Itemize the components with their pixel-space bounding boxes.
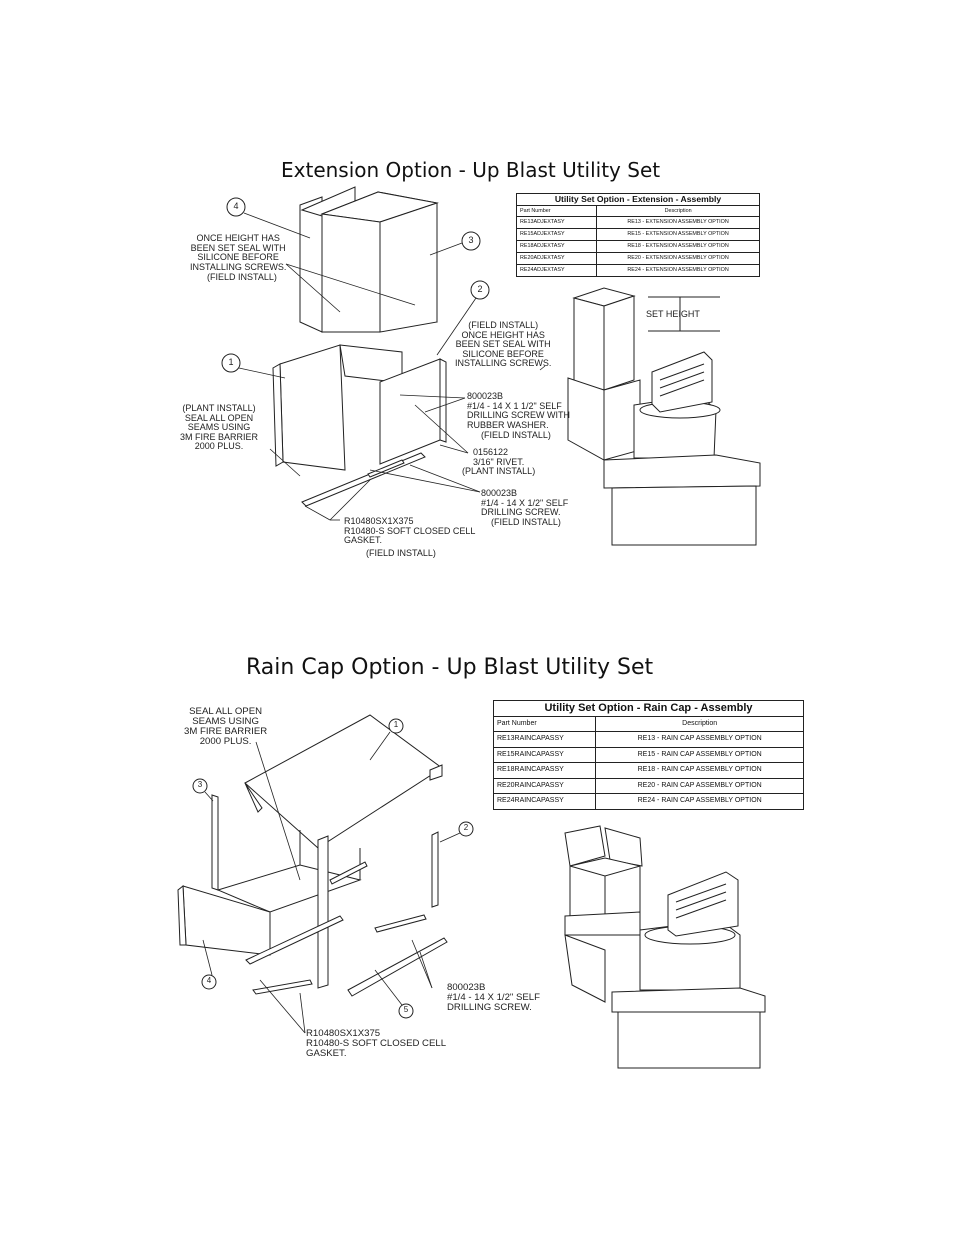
description-cell: RE13 - RAIN CAP ASSEMBLY OPTION bbox=[595, 731, 804, 748]
extension-assembled-view bbox=[567, 287, 761, 546]
description-cell: RE20 - RAIN CAP ASSEMBLY OPTION bbox=[595, 777, 804, 795]
extension-note-plant-install-seal: (PLANT INSTALL) SEAL ALL OPEN SEAMS USIN… bbox=[180, 403, 259, 452]
extension-note-screw-self-install: (FIELD INSTALL) bbox=[491, 517, 561, 527]
extension-note-once-height-left: ONCE HEIGHT HAS BEEN SET SEAL WITH SILIC… bbox=[190, 233, 287, 272]
raincap-leader-lines bbox=[202, 731, 461, 1034]
raincap-table-header-part: Part Number bbox=[492, 716, 597, 732]
extension-part-1-lower-panel bbox=[272, 344, 403, 471]
extension-note-rivet: 0156122 3/16" RIVET. bbox=[473, 447, 525, 467]
extension-table-caption: Utility Set Option - Extension - Assembl… bbox=[516, 193, 760, 205]
extension-section-title: Extension Option - Up Blast Utility Set bbox=[281, 158, 661, 182]
raincap-balloon-2 bbox=[458, 821, 474, 837]
extension-assembly-table: Utility Set Option - Extension - Assembl… bbox=[515, 193, 760, 277]
extension-note-gasket-install: (FIELD INSTALL) bbox=[366, 548, 436, 558]
raincap-balloon-5-label: 5 bbox=[403, 1005, 409, 1014]
extension-leader-lines bbox=[238, 212, 546, 521]
raincap-balloon-3-label: 3 bbox=[197, 780, 203, 789]
raincap-table-header-desc: Description bbox=[595, 716, 804, 732]
raincap-frame bbox=[216, 830, 368, 989]
extension-balloon-2-label: 2 bbox=[477, 284, 483, 294]
extension-part-2-side-panel bbox=[379, 358, 447, 465]
raincap-note-gasket: R10480SX1X375 R10480-S SOFT CLOSED CELL … bbox=[306, 1028, 447, 1059]
raincap-table-caption: Utility Set Option - Rain Cap - Assembly bbox=[493, 700, 804, 716]
extension-note-field-install: (FIELD INSTALL) bbox=[207, 272, 277, 282]
extension-balloon-4-label: 4 bbox=[233, 201, 239, 211]
extension-balloon-3 bbox=[461, 231, 481, 251]
extension-balloon-3-label: 3 bbox=[468, 235, 474, 245]
raincap-balloon-3 bbox=[192, 778, 208, 794]
raincap-assembly-table: Utility Set Option - Rain Cap - Assembly… bbox=[492, 700, 804, 810]
extension-note-screw-rubber: 800023B #1/4 - 14 X 1 1/2" SELF DRILLING… bbox=[467, 391, 571, 430]
raincap-part-3-left-post bbox=[211, 794, 219, 891]
raincap-balloon-4-label: 4 bbox=[206, 976, 212, 985]
part-number-cell: RE24RAINCAPASSY bbox=[492, 793, 597, 810]
extension-note-rivet-install: (PLANT INSTALL) bbox=[462, 466, 536, 476]
raincap-balloon-1-label: 1 bbox=[393, 720, 399, 729]
description-cell: RE15 - RAIN CAP ASSEMBLY OPTION bbox=[595, 746, 804, 764]
extension-part-3-upper-extension bbox=[320, 191, 439, 333]
extension-note-gasket: R10480SX1X375 R10480-S SOFT CLOSED CELL … bbox=[344, 516, 476, 546]
raincap-balloon-2-label: 2 bbox=[463, 823, 469, 832]
description-cell: RE24 - EXTENSION ASSEMBLY OPTION bbox=[596, 264, 760, 277]
part-number-cell: RE18RAINCAPASSY bbox=[492, 762, 597, 779]
extension-note-set-height: SET HEIGHT bbox=[646, 309, 700, 319]
raincap-part-2-right-post bbox=[431, 831, 439, 908]
part-number-cell: RE20RAINCAPASSY bbox=[492, 777, 597, 795]
raincap-part-1-cap-plate bbox=[244, 714, 443, 849]
extension-note-once-height-right: (FIELD INSTALL) ONCE HEIGHT HAS BEEN SET… bbox=[455, 320, 552, 369]
extension-balloon-1-label: 1 bbox=[228, 357, 234, 367]
raincap-part-4-side-panel bbox=[177, 884, 271, 956]
raincap-assembled-view bbox=[564, 825, 766, 1069]
raincap-balloon-1 bbox=[388, 718, 404, 734]
raincap-note-seal: SEAL ALL OPEN SEAMS USING 3M FIRE BARRIE… bbox=[184, 706, 268, 747]
extension-note-screw-self: 800023B #1/4 - 14 X 1/2" SELF DRILLING S… bbox=[481, 488, 569, 518]
extension-balloon-1 bbox=[221, 353, 241, 373]
raincap-section-title: Rain Cap Option - Up Blast Utility Set bbox=[246, 655, 654, 680]
extension-gasket-strips bbox=[301, 452, 426, 507]
description-cell: RE24 - RAIN CAP ASSEMBLY OPTION bbox=[595, 793, 804, 810]
part-number-cell: RE13RAINCAPASSY bbox=[492, 731, 597, 748]
description-cell: RE18 - RAIN CAP ASSEMBLY OPTION bbox=[595, 762, 804, 779]
raincap-balloon-4 bbox=[201, 974, 217, 990]
raincap-balloon-5 bbox=[398, 1003, 414, 1019]
raincap-part-5-base-rails bbox=[245, 914, 448, 997]
raincap-note-screw-self: 800023B #1/4 - 14 X 1/2" SELF DRILLING S… bbox=[447, 982, 541, 1013]
extension-balloon-4 bbox=[226, 197, 246, 217]
part-number-cell: RE15RAINCAPASSY bbox=[492, 746, 597, 764]
part-number-cell: RE24ADJEXTASY bbox=[515, 264, 598, 277]
extension-note-screw-rubber-install: (FIELD INSTALL) bbox=[481, 430, 551, 440]
extension-balloon-2 bbox=[470, 280, 490, 300]
